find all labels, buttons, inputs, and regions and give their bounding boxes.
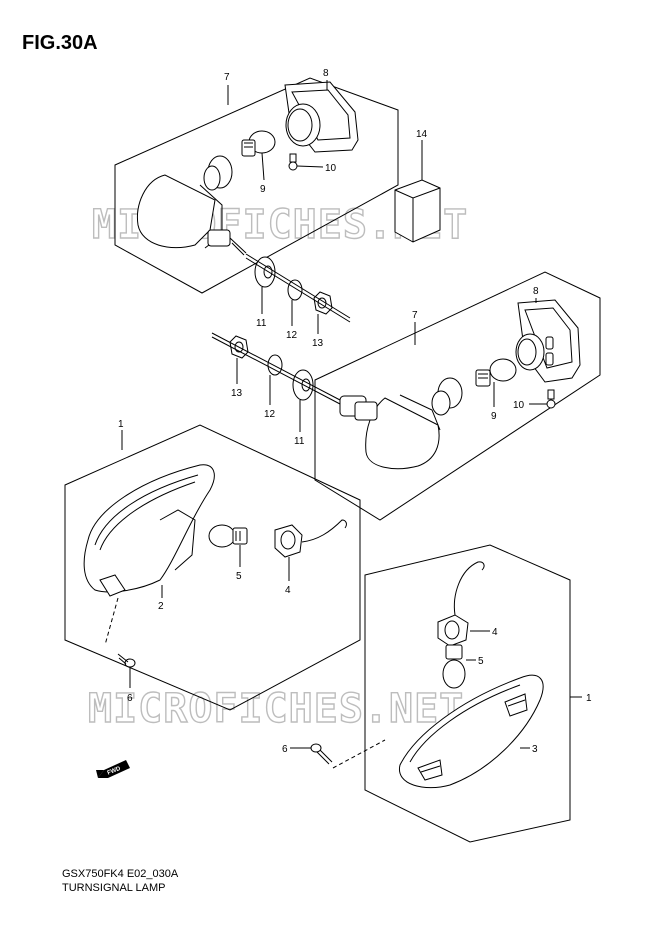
- model-code: GSX750FK4 E02_030A: [62, 868, 179, 880]
- forward-label: FWD: [107, 766, 123, 777]
- upper-socket: [203, 155, 233, 191]
- right-lens-3: [399, 674, 544, 789]
- upper-lockwasher-12: [287, 279, 303, 301]
- upper-nut-13: [313, 291, 333, 315]
- watermark-lower: MICROFICHES.NET: [88, 686, 464, 732]
- lens-block-14: [394, 179, 441, 243]
- callout-upper-lens: 8: [323, 68, 329, 79]
- callout-left-bulb: 5: [236, 571, 242, 582]
- middle-socket: [431, 377, 463, 416]
- left-assembly-frame: [64, 424, 361, 711]
- upper-housing: [136, 174, 247, 256]
- callout-mid-assembly: 7: [412, 310, 418, 321]
- left-socket-4: [274, 519, 347, 558]
- callout-left-assembly: 1: [118, 419, 124, 430]
- callout-upper-bulb: 9: [260, 184, 266, 195]
- callout-upper-washer: 11: [256, 318, 267, 329]
- callout-right-lens: 3: [532, 744, 538, 755]
- left-screw-6: [117, 653, 136, 668]
- callout-upper-screw: 10: [325, 163, 337, 174]
- callout-mid-washer: 11: [294, 436, 305, 447]
- upper-lens-8: [284, 81, 359, 153]
- part-name: TURNSIGNAL LAMP: [62, 882, 166, 894]
- callout-mid-lockwasher: 12: [264, 409, 276, 420]
- callout-left-lens: 2: [158, 601, 164, 612]
- right-bulb-5: [442, 644, 466, 689]
- callout-left-screw: 6: [127, 693, 133, 704]
- middle-assembly-frame: [314, 271, 601, 521]
- callout-mid-nut: 13: [231, 388, 243, 399]
- right-socket-4: [437, 561, 485, 647]
- callout-lens-block: 14: [416, 129, 428, 140]
- right-assembly-frame: [364, 544, 571, 843]
- upper-bulb-9: [241, 130, 276, 157]
- callout-mid-screw: 10: [513, 400, 525, 411]
- callout-upper-nut: 13: [312, 338, 324, 349]
- callout-right-bulb: 5: [478, 656, 484, 667]
- middle-lens-8: [515, 299, 581, 383]
- callout-upper-lockwasher: 12: [286, 330, 298, 341]
- callout-mid-bulb: 9: [491, 411, 497, 422]
- callout-right-assembly: 1: [586, 693, 592, 704]
- left-bulb-5: [208, 524, 248, 548]
- callout-left-socket: 4: [285, 585, 291, 596]
- callout-mid-lens: 8: [533, 286, 539, 297]
- forward-direction-icon: FWD: [96, 760, 130, 778]
- figure-title: FIG.30A: [22, 32, 98, 54]
- upper-assembly-frame: [114, 77, 399, 294]
- upper-screw-10: [288, 153, 298, 171]
- callout-upper-assembly: 7: [224, 72, 230, 83]
- callout-right-socket: 4: [492, 627, 498, 638]
- callout-right-screw: 6: [282, 744, 288, 755]
- left-lens-2: [83, 464, 215, 597]
- middle-housing: [339, 394, 441, 470]
- middle-bulb-9: [475, 358, 517, 387]
- upper-washer-11: [254, 256, 276, 288]
- middle-screw-10: [546, 389, 556, 409]
- middle-lockwasher-12: [267, 354, 283, 376]
- right-screw-6: [310, 743, 333, 765]
